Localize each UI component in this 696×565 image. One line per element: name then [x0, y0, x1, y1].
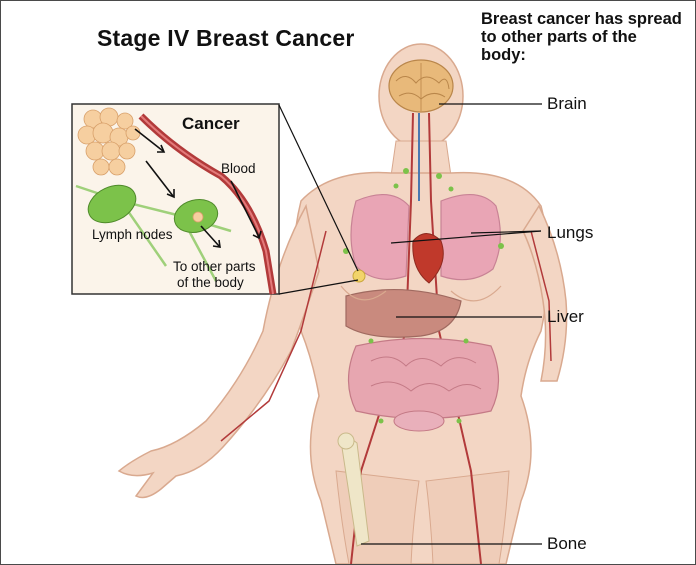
- inset-label-blood: Blood: [221, 161, 256, 176]
- label-brain: Brain: [547, 94, 587, 114]
- inset-title: Cancer: [182, 114, 240, 134]
- inset-label-to-other-parts-1: To other parts: [173, 259, 256, 274]
- label-bone: Bone: [547, 534, 587, 554]
- inset-label-lymph-nodes: Lymph nodes: [92, 227, 173, 242]
- diagram-title: Stage IV Breast Cancer: [97, 25, 355, 52]
- diagram-subtitle: Breast cancer has spread to other parts …: [481, 10, 686, 64]
- label-lungs: Lungs: [547, 223, 593, 243]
- inset-label-to-other-parts-2: of the body: [177, 275, 244, 290]
- label-liver: Liver: [547, 307, 584, 327]
